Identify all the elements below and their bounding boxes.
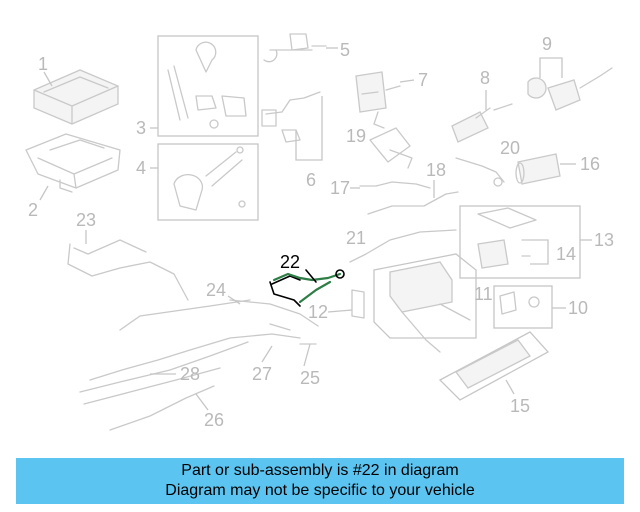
- compressor-assembly: [389, 261, 471, 353]
- callout-21: 21: [346, 228, 366, 248]
- banner-line-1: Part or sub-assembly is #22 in diagram: [181, 462, 459, 479]
- part-12-bracket: [351, 289, 365, 319]
- callout-6: 6: [306, 170, 316, 190]
- callout-13: 13: [594, 230, 614, 250]
- part-20-clip: [455, 157, 505, 187]
- part-2-bracket: [25, 133, 121, 193]
- callout-26: 26: [204, 410, 224, 430]
- banner-line-2: Diagram may not be specific to your vehi…: [165, 482, 475, 499]
- part-7-valve: [355, 71, 401, 129]
- callout-19: 19: [346, 126, 366, 146]
- part-13-14-assembly: [477, 207, 537, 269]
- part-19-bracket: [369, 127, 413, 169]
- callout-5: 5: [340, 40, 350, 60]
- callout-14: 14: [556, 244, 576, 264]
- callout-18: 18: [426, 160, 446, 180]
- callout-8: 8: [480, 68, 490, 88]
- part-4-sensor-link: [173, 146, 246, 211]
- part-6-sensor-wire: [261, 91, 321, 143]
- callout-4: 4: [136, 158, 146, 178]
- callout-17: 17: [330, 178, 350, 198]
- box-15: [438, 331, 550, 401]
- callout-2: 2: [28, 200, 38, 220]
- part-16-filter: [515, 153, 561, 185]
- callout-23: 23: [76, 210, 96, 230]
- box-3: [157, 35, 259, 137]
- part-3-sensor-assembly: [167, 41, 247, 129]
- callout-25: 25: [300, 368, 320, 388]
- air-lines: [67, 239, 319, 431]
- callout-12: 12: [308, 302, 328, 322]
- callout-1: 1: [38, 54, 48, 74]
- part-8-switch: [451, 103, 513, 143]
- callout-9: 9: [542, 34, 552, 54]
- part-17-18-lines: [359, 181, 459, 215]
- callout-15: 15: [510, 396, 530, 416]
- part-21-tube: [349, 229, 457, 263]
- part-9-connector: [527, 67, 613, 111]
- part-1-control-module: [33, 69, 119, 125]
- callout-11: 11: [474, 284, 493, 304]
- callout-27: 27: [252, 364, 272, 384]
- callout-24: 24: [206, 280, 226, 300]
- part-5-sensor: [263, 33, 327, 63]
- callout-10: 10: [568, 298, 588, 318]
- callout-20: 20: [500, 138, 520, 158]
- box-4: [157, 143, 259, 221]
- part-22-highlighted: [269, 269, 345, 307]
- info-banner: Part or sub-assembly is #22 in diagram D…: [16, 458, 624, 504]
- callout-3: 3: [136, 118, 146, 138]
- callout-16: 16: [580, 154, 600, 174]
- compressor-outline: [373, 253, 477, 339]
- part-15-reservoir: [455, 339, 531, 389]
- box-10-11: [493, 285, 553, 329]
- callout-22: 22: [280, 252, 300, 272]
- box-13: [459, 205, 581, 279]
- callout-7: 7: [418, 70, 428, 90]
- callout-28: 28: [180, 364, 200, 384]
- part-10-11-fittings: [499, 291, 540, 315]
